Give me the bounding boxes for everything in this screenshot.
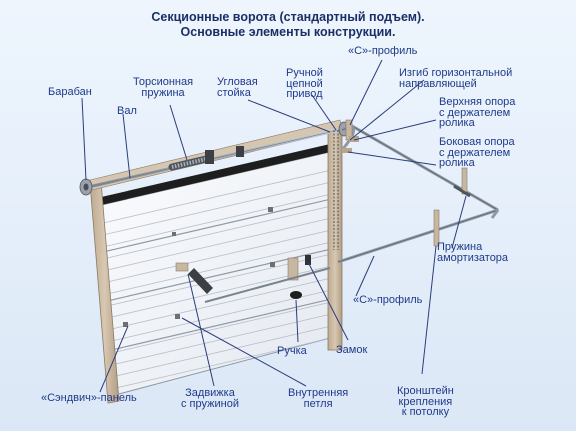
label-spring-latch: Задвижка с пружиной bbox=[181, 387, 239, 410]
title-line-2: Основные элементы конструкции. bbox=[180, 25, 396, 39]
label-shaft: Вал bbox=[117, 105, 137, 117]
label-inner-loop: Внутренняя петля bbox=[288, 387, 349, 410]
label-handle: Ручка bbox=[277, 345, 307, 357]
side-support bbox=[342, 148, 352, 153]
label-upper-support: Верхняя опора с держателем ролика bbox=[439, 96, 516, 129]
shock-spring bbox=[453, 184, 471, 198]
label-c-profile-top: «С»-профиль bbox=[348, 45, 418, 57]
label-lock: Замок bbox=[336, 344, 368, 356]
leader-lines bbox=[81, 59, 467, 393]
corner-post bbox=[327, 127, 343, 351]
top-seal bbox=[97, 144, 330, 206]
label-chain-drive: Ручной цепной привод bbox=[286, 67, 323, 100]
latch-rod bbox=[204, 267, 331, 303]
label-horizontal-bend: Изгиб горизонтальной направляющей bbox=[399, 67, 513, 90]
lock bbox=[287, 255, 311, 281]
diagram-title: Секционные ворота (стандартный подъем). … bbox=[0, 10, 576, 40]
handle bbox=[290, 291, 302, 299]
label-c-profile-right: «С»-профиль bbox=[353, 294, 423, 306]
drum bbox=[79, 178, 93, 196]
label-torsion-spring: Торсионная пружина bbox=[133, 76, 194, 99]
label-sandwich-panel: «Сэндвич»-панель bbox=[41, 392, 137, 404]
sandwich-panel-leaf bbox=[96, 151, 331, 396]
label-corner-post: Угловая стойка bbox=[217, 76, 258, 99]
title-line-1: Секционные ворота (стандартный подъем). bbox=[151, 10, 425, 24]
label-ceiling-bracket: Кронштейн крепления к потолку bbox=[397, 385, 454, 418]
chain-drive bbox=[333, 130, 339, 250]
spring-latch bbox=[175, 262, 213, 294]
upper-support bbox=[345, 119, 359, 142]
torsion-spring bbox=[168, 146, 244, 171]
label-shock-spring: Пружина амортизатора bbox=[437, 241, 509, 264]
label-drum: Барабан bbox=[48, 86, 92, 98]
ceiling-brackets bbox=[433, 167, 468, 247]
label-side-support: Боковая опора с держателем ролика bbox=[439, 136, 515, 169]
